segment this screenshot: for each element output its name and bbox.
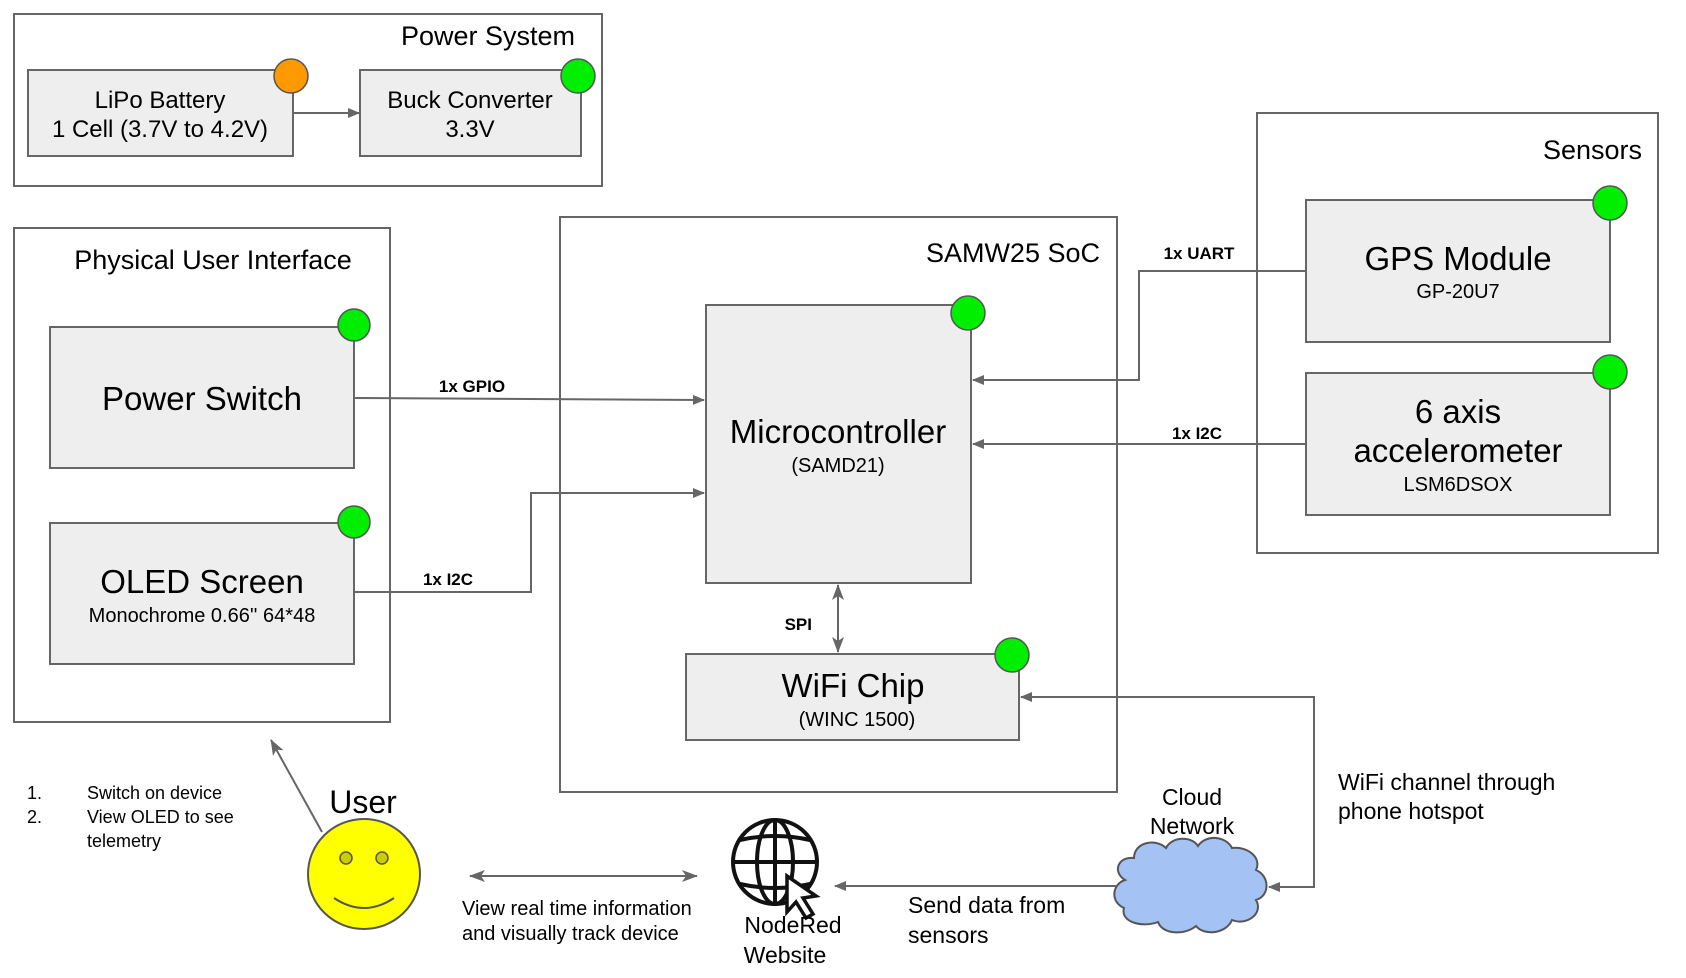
accelerometer-block[interactable]: 6 axis accelerometer LSM6DSOX (1305, 354, 1628, 516)
microcontroller-block[interactable]: Microcontroller (SAMD21) (705, 295, 986, 584)
wifi-chip-part: (WINC 1500) (799, 709, 916, 731)
microcontroller-box[interactable] (705, 304, 972, 584)
nodered-website-label-line1: NodeRed (744, 912, 841, 938)
send-data-note-line1: Send data from (908, 892, 1065, 918)
accelerometer-box[interactable] (1305, 372, 1611, 516)
status-indicator-warning-icon (273, 58, 309, 94)
lipo-battery-block[interactable]: LiPo Battery 1 Cell (3.7V to 4.2V) (27, 58, 309, 157)
power-system-title: Power System (401, 21, 575, 51)
status-indicator-ok-icon (994, 637, 1030, 673)
microcontroller-label: Microcontroller (730, 413, 946, 450)
gpio-link-arrow (353, 394, 705, 405)
buck-converter-spec: 3.3V (445, 116, 494, 143)
status-indicator-ok-icon (1592, 185, 1628, 221)
status-indicator-ok-icon (1592, 354, 1628, 390)
oled-i2c-link-label: 1x I2C (423, 570, 473, 589)
power-switch-block[interactable]: Power Switch (49, 308, 371, 469)
user-smiley-icon (307, 818, 421, 930)
accelerometer-label-line1: 6 axis (1415, 393, 1501, 430)
oled-i2c-link-arrow (354, 488, 705, 593)
step-text: Switch on device (87, 783, 222, 803)
wifi-chip-box[interactable] (685, 653, 1020, 741)
view-info-note-line1: View real time information (462, 898, 692, 920)
user-steps-list: 1. Switch on device 2. View OLED to see … (27, 783, 234, 851)
status-indicator-ok-icon (337, 505, 371, 539)
oled-screen-block[interactable]: OLED Screen Monochrome 0.66'' 64*48 (49, 505, 371, 665)
uart-link-label: 1x UART (1164, 244, 1235, 263)
power-switch-label: Power Switch (102, 380, 302, 417)
step-number: 1. (27, 783, 42, 803)
gpio-link-label: 1x GPIO (439, 377, 505, 396)
power-system-group: Power System LiPo Battery 1 Cell (3.7V t… (13, 13, 603, 187)
power-switch-box[interactable] (49, 326, 355, 469)
step-text-continued: telemetry (87, 831, 161, 851)
view-info-note-line2: and visually track device (462, 923, 679, 945)
accel-i2c-link-label: 1x I2C (1172, 424, 1222, 443)
uart-link-arrow (972, 270, 1306, 385)
nodered-website-label-line2: Website (744, 942, 827, 968)
gps-module-part: GP-20U7 (1416, 281, 1499, 303)
user-label: User (329, 784, 397, 820)
gps-module-box[interactable] (1305, 199, 1611, 343)
status-indicator-ok-icon (950, 295, 986, 331)
gps-module-block[interactable]: GPS Module GP-20U7 (1305, 185, 1628, 343)
gps-module-label: GPS Module (1364, 240, 1551, 277)
status-indicator-ok-icon (560, 58, 596, 94)
sensors-title: Sensors (1543, 135, 1642, 165)
cloud-icon[interactable] (1113, 837, 1268, 934)
buck-converter-box[interactable] (359, 69, 582, 157)
cloud-network-label-line1: Cloud (1162, 784, 1222, 810)
wifi-chip-label: WiFi Chip (781, 667, 924, 704)
wifi-hotspot-link-arrow (1020, 692, 1315, 892)
globe-cursor-icon[interactable] (731, 818, 821, 921)
oled-screen-spec: Monochrome 0.66'' 64*48 (89, 605, 316, 627)
send-data-note-line2: sensors (908, 922, 989, 948)
lipo-battery-label: LiPo Battery (95, 87, 226, 114)
lipo-battery-spec: 1 Cell (3.7V to 4.2V) (52, 116, 268, 143)
step-text: View OLED to see (87, 807, 234, 827)
accelerometer-part: LSM6DSOX (1404, 474, 1513, 496)
wifi-channel-note-line2: phone hotspot (1338, 798, 1484, 824)
cloud-network-label-line2: Network (1150, 813, 1235, 839)
accelerometer-label-line2: accelerometer (1353, 432, 1562, 469)
cloud-network-node[interactable]: Cloud Network (1113, 784, 1268, 934)
oled-screen-label: OLED Screen (100, 563, 304, 600)
buck-converter-label: Buck Converter (387, 87, 552, 114)
microcontroller-part: (SAMD21) (791, 455, 884, 477)
step-number: 2. (27, 807, 42, 827)
sensors-group: Sensors GPS Module GP-20U7 6 axis accele… (1256, 112, 1659, 554)
lipo-battery-box[interactable] (27, 69, 294, 157)
user-to-pui-arrow (270, 739, 323, 833)
physical-user-interface-group: Physical User Interface Power Switch OLE… (13, 227, 391, 723)
samw25-soc-group: SAMW25 SoC Microcontroller (SAMD21) SPI … (559, 216, 1118, 793)
oled-screen-box[interactable] (49, 522, 355, 665)
nodered-website-node[interactable]: NodeRed Website (731, 818, 842, 968)
wifi-channel-note-line1: WiFi channel through (1338, 769, 1555, 795)
spi-link-label: SPI (785, 615, 812, 634)
buck-converter-block[interactable]: Buck Converter 3.3V (359, 58, 596, 157)
physical-user-interface-title: Physical User Interface (74, 245, 352, 275)
status-indicator-ok-icon (337, 308, 371, 342)
wifi-chip-block[interactable]: WiFi Chip (WINC 1500) (685, 637, 1030, 741)
samw25-soc-title: SAMW25 SoC (926, 238, 1100, 268)
